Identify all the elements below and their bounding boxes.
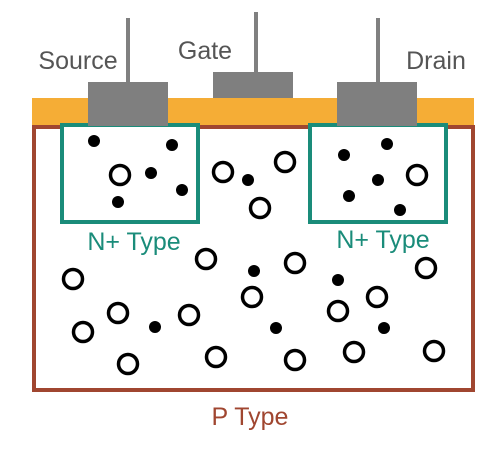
hole [240,285,264,309]
p-type-substrate [32,125,475,392]
drain-contact [337,82,417,126]
electron [145,167,157,179]
electron [270,322,282,334]
gate-label: Gate [178,37,232,65]
gate-contact [213,72,293,98]
electron [394,204,406,216]
electron [381,138,393,150]
electron [248,265,260,277]
hole [108,163,132,187]
hole [273,150,297,174]
electron [149,321,161,333]
hole [211,160,235,184]
hole [405,163,429,187]
electron [112,196,124,208]
electron [166,139,178,151]
hole [365,285,389,309]
electron [242,174,254,186]
hole [194,247,218,271]
hole [414,256,438,280]
electron [372,174,384,186]
hole [248,196,272,220]
holes [61,150,446,376]
electrons [88,135,406,334]
hole [326,299,350,323]
hole [283,348,307,372]
hole [204,345,228,369]
hole [422,339,446,363]
electron [176,184,188,196]
electron [378,322,390,334]
hole [61,267,85,291]
electron [88,135,100,147]
source-label: Source [38,47,117,75]
hole [106,301,130,325]
p-type-label: P Type [212,403,289,431]
hole [71,320,95,344]
hole [116,352,140,376]
drain-label: Drain [406,47,466,75]
hole [283,251,307,275]
n-plus-label-right: N+ Type [336,226,429,254]
electron [332,274,344,286]
hole [177,303,201,327]
electron [343,190,355,202]
hole [342,340,366,364]
n-plus-label-left: N+ Type [87,228,180,256]
electron [338,149,350,161]
source-contact [88,82,168,126]
